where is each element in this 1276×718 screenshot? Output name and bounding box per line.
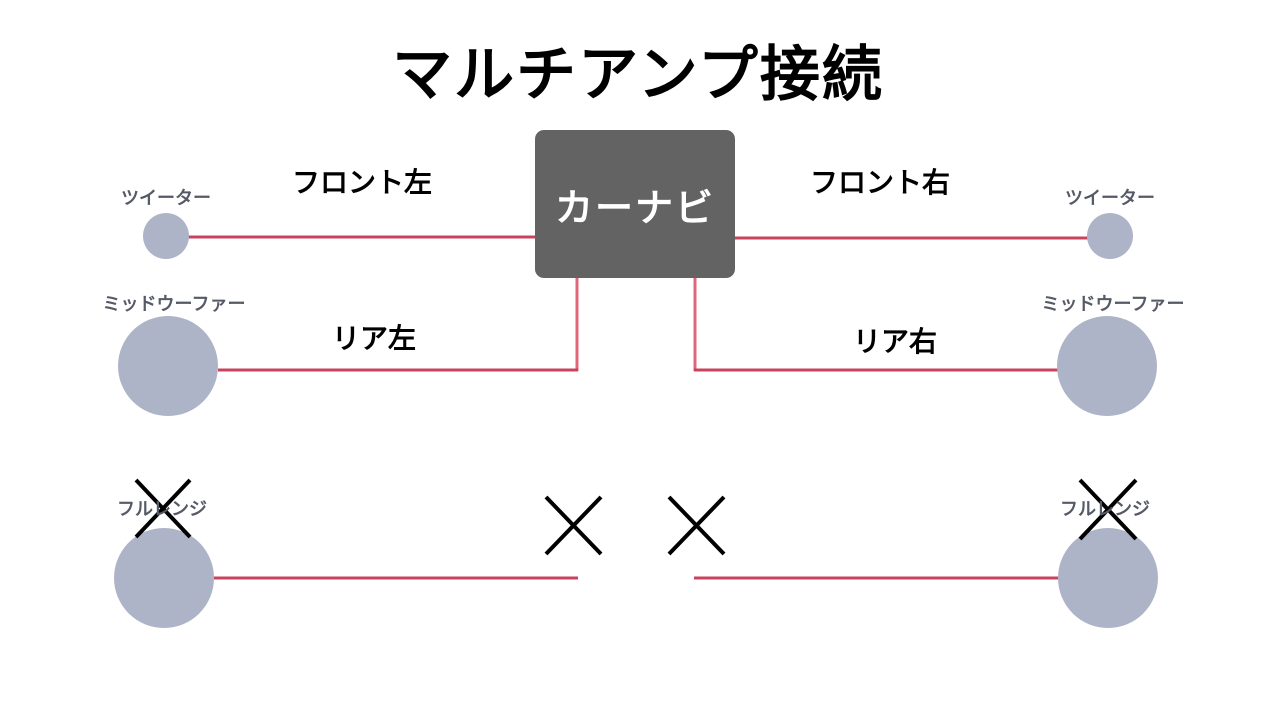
page-title: マルチアンプ接続: [392, 40, 884, 110]
label-mid-right: ミッドウーファー: [1041, 294, 1185, 315]
label-front-left: フロント左: [292, 166, 433, 199]
cross-mark-full-left: [134, 478, 192, 539]
label-full-right: フルレンジ: [1060, 499, 1150, 520]
label-tweeter-left: ツイーター: [121, 188, 211, 209]
speaker-full-left: [114, 528, 214, 628]
head-unit-label: カーナビ: [554, 185, 715, 230]
label-front-right: フロント右: [810, 166, 951, 199]
speaker-full-right: [1058, 528, 1158, 628]
head-unit-box: カーナビ: [535, 130, 735, 278]
speaker-mid-right: [1057, 316, 1157, 416]
label-full-left: フルレンジ: [117, 499, 207, 520]
cross-mark-wire-left: [544, 495, 603, 556]
cross-mark-full-right: [1078, 478, 1138, 541]
label-rear-right: リア右: [853, 325, 938, 358]
speaker-tweeter-left: [143, 213, 189, 259]
cross-mark-wire-right: [667, 495, 726, 556]
speaker-mid-left: [118, 316, 218, 416]
label-mid-left: ミッドウーファー: [102, 294, 246, 315]
label-tweeter-right: ツイーター: [1065, 188, 1155, 209]
speaker-tweeter-right: [1087, 213, 1133, 259]
label-rear-left: リア左: [332, 322, 417, 355]
